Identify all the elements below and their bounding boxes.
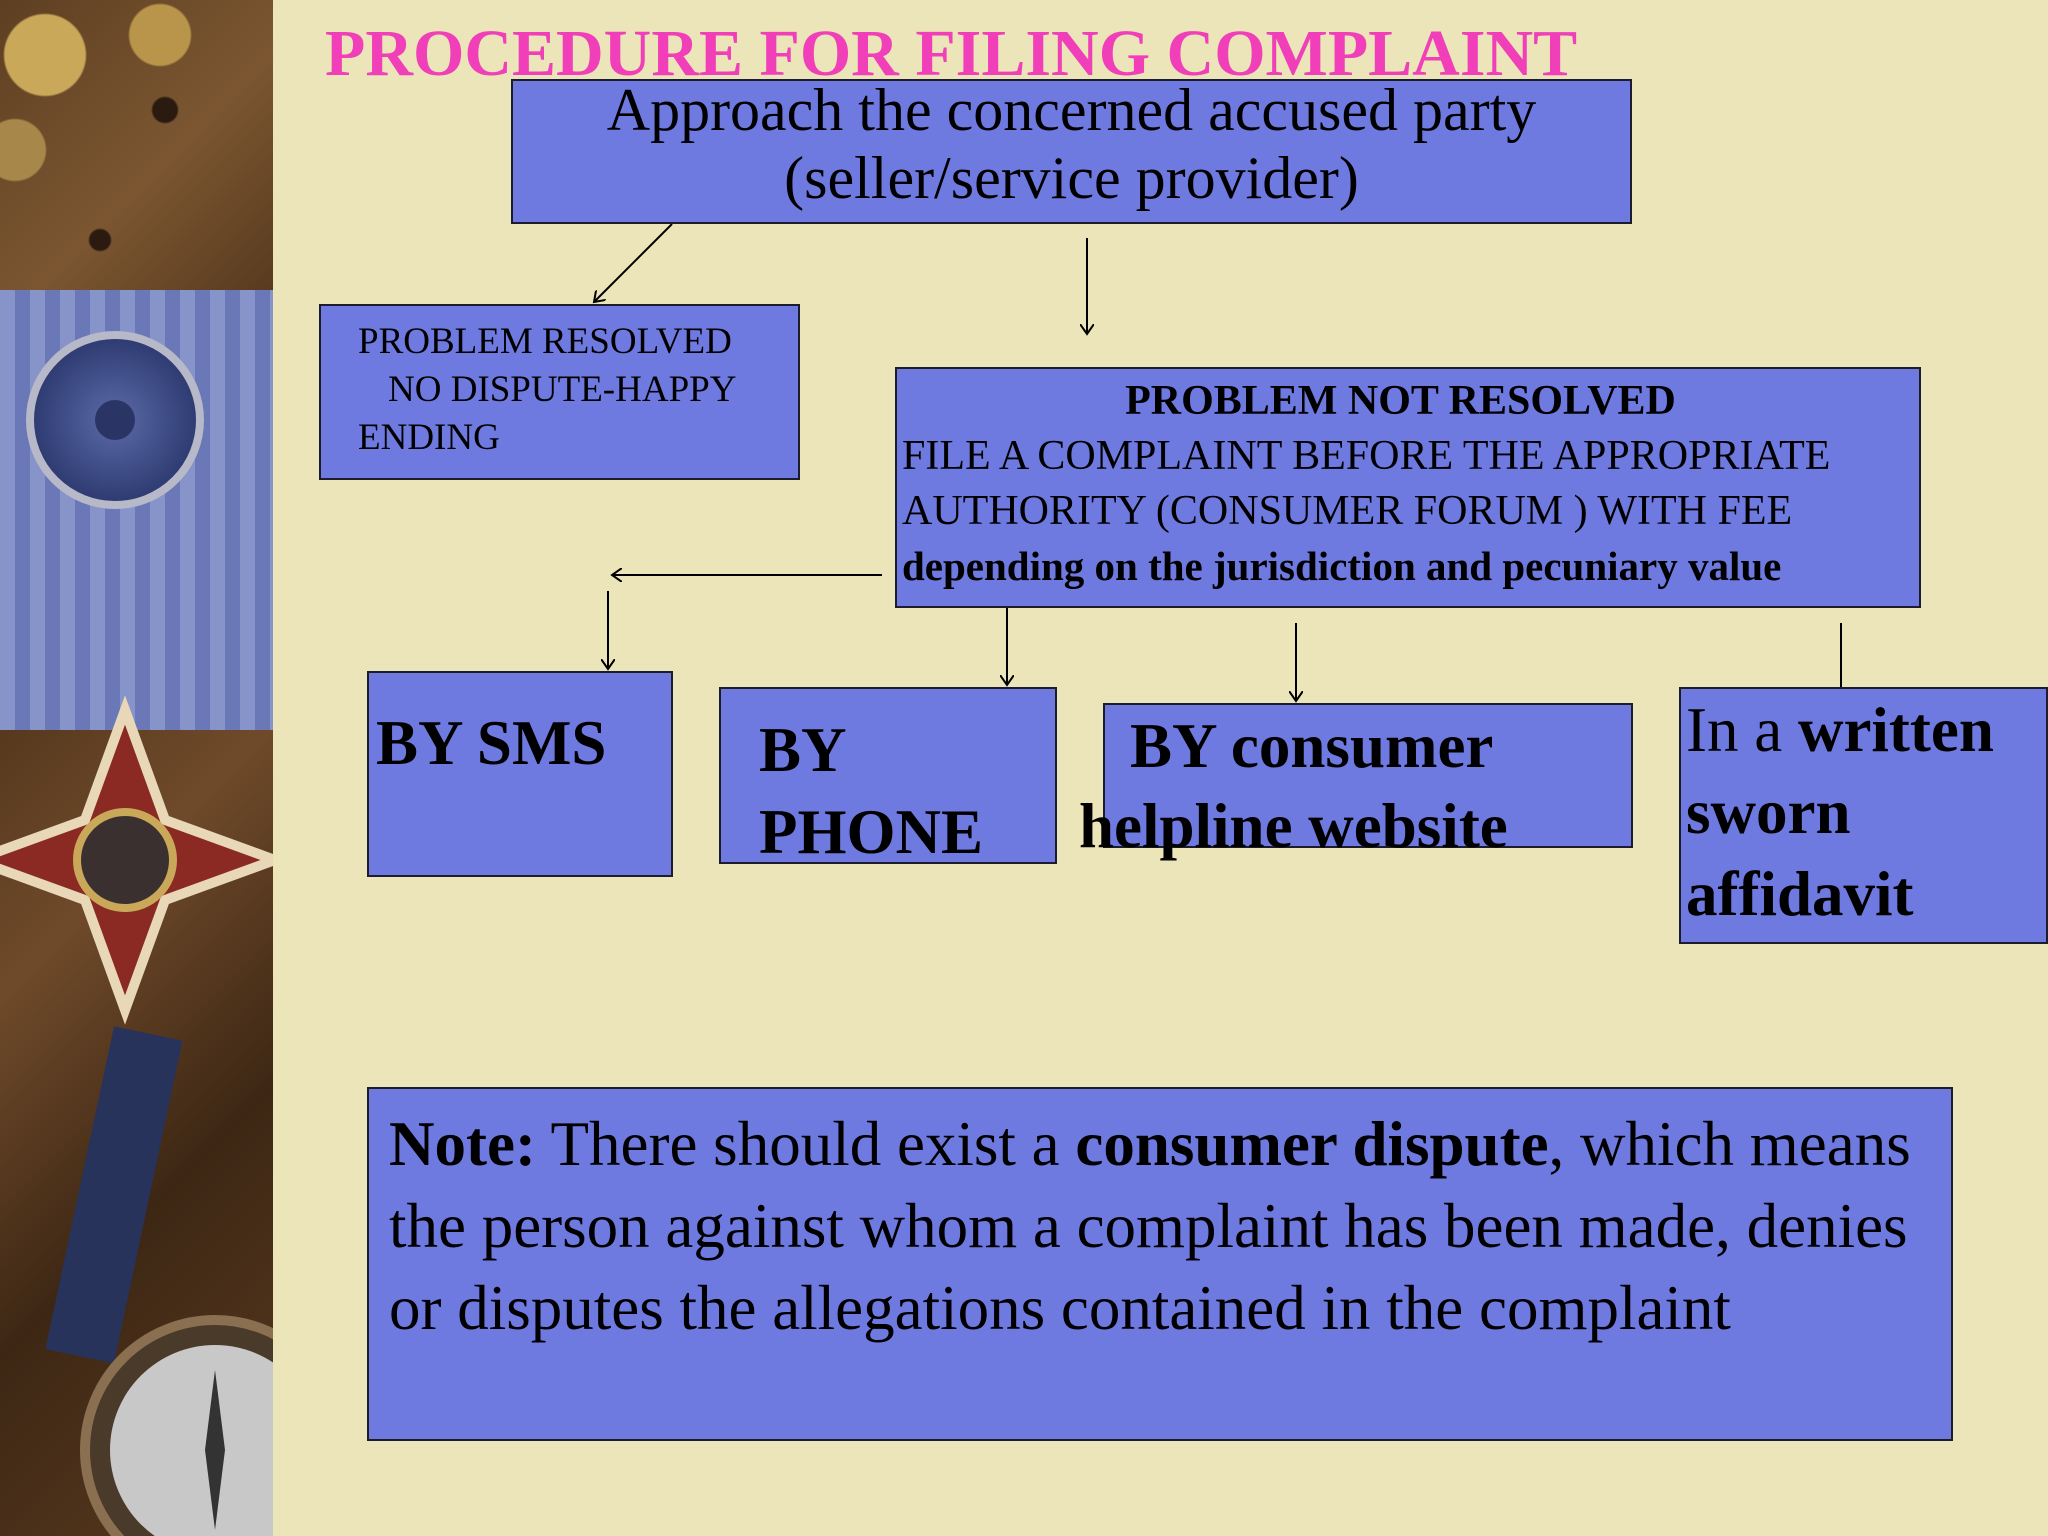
phone-line-2: PHONE — [759, 797, 984, 867]
approach-party-box: Approach the concerned accused party (se… — [511, 77, 1632, 224]
page-title: PROCEDURE FOR FILING COMPLAINT — [325, 17, 1578, 90]
website-line-2: helpline website — [1079, 791, 1508, 861]
approach-line-2: (seller/service provider) — [784, 145, 1359, 211]
website-line-1: BY consumer — [1130, 711, 1494, 781]
note-text-2: , which means the person against whom a … — [389, 1109, 1911, 1343]
note-text-1: There should exist a — [535, 1109, 1076, 1179]
by-website-box: BY consumer helpline website — [1079, 703, 1633, 861]
not-resolved-line-1: FILE A COMPLAINT BEFORE THE APPROPRIATE — [902, 433, 1831, 479]
written-affidavit-box: In a written sworn affidavit — [1679, 687, 2048, 944]
sms-label: BY SMS — [376, 708, 607, 778]
written-bold: written — [1797, 695, 1994, 765]
resolved-line-1: PROBLEM RESOLVED — [358, 321, 732, 362]
arrow-to-resolved — [594, 223, 673, 302]
note-bold: consumer dispute — [1075, 1109, 1549, 1179]
written-line-1: In a written — [1686, 689, 2046, 771]
written-line-3: affidavit — [1686, 853, 2046, 935]
note-label: Note: — [389, 1109, 536, 1179]
not-resolved-line-2: AUTHORITY (CONSUMER FORUM ) WITH FEE — [902, 488, 1793, 534]
written-affidavit: affidavit — [1686, 859, 1914, 929]
approach-line-1: Approach the concerned accused party — [606, 77, 1537, 143]
by-sms-box: BY SMS — [367, 671, 673, 877]
by-phone-box: BY PHONE — [719, 687, 1057, 867]
problem-not-resolved-box: PROBLEM NOT RESOLVED FILE A COMPLAINT BE… — [895, 367, 1921, 608]
written-line-2: sworn — [1686, 771, 2046, 853]
decorative-side-panel — [0, 0, 273, 1536]
not-resolved-line-3: depending on the jurisdiction and pecuni… — [902, 543, 1782, 589]
resolved-line-3: ENDING — [358, 417, 500, 458]
problem-resolved-box: PROBLEM RESOLVED NO DISPUTE-HAPPY ENDING — [319, 304, 800, 480]
resolved-line-2: NO DISPUTE-HAPPY — [388, 369, 737, 410]
note-box: Note: There should exist a consumer disp… — [367, 1087, 1953, 1441]
phone-line-1: BY — [759, 715, 847, 785]
written-prefix: In a — [1686, 695, 1798, 765]
medal-illustration — [0, 290, 273, 1536]
not-resolved-heading: PROBLEM NOT RESOLVED — [1125, 378, 1676, 424]
written-sworn: sworn — [1686, 777, 1851, 847]
